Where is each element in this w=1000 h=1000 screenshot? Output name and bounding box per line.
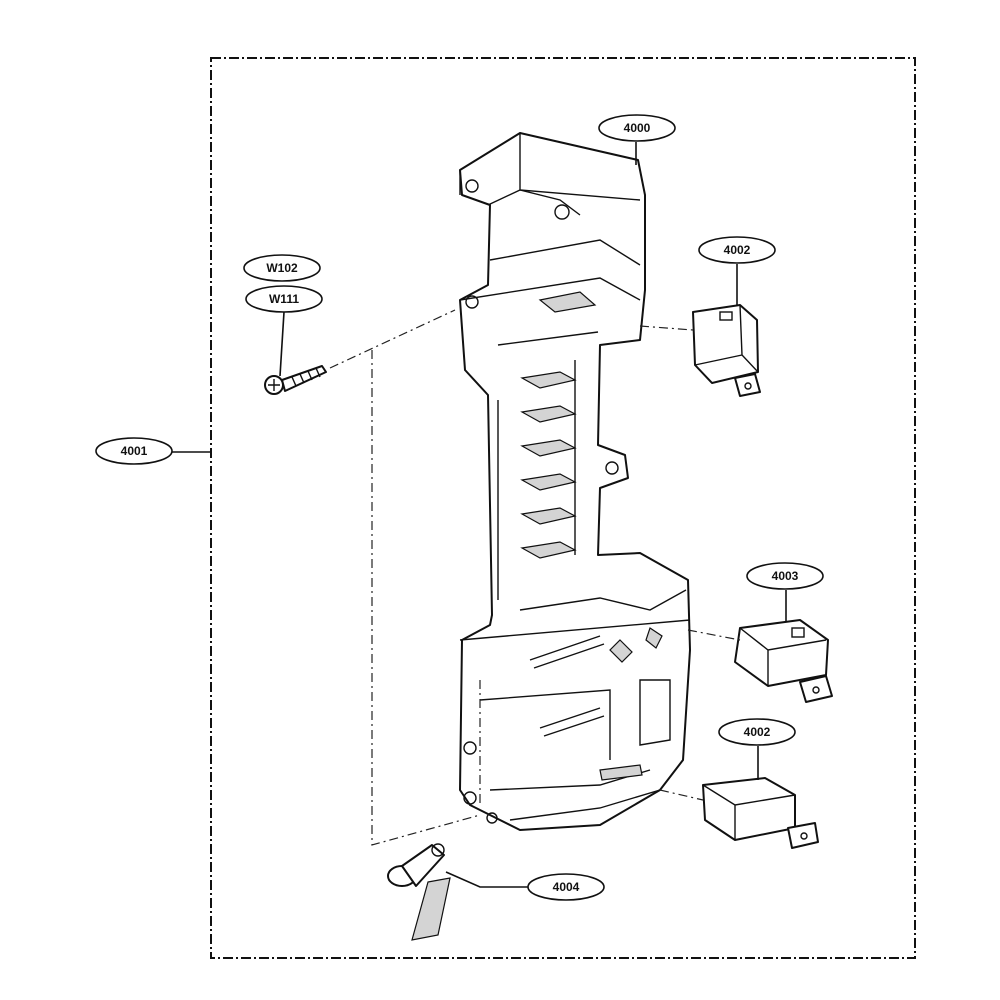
callout-4004: 4004 — [527, 873, 605, 901]
assembly-line-switch-bottom — [659, 789, 704, 801]
micro-switch-4002-top — [692, 304, 761, 397]
callout-4000-text: 4000 — [624, 121, 651, 135]
assembly-line-switch-mid — [687, 629, 741, 641]
callout-4002-top: 4002 — [698, 236, 776, 264]
callout-w102-text: W102 — [266, 261, 298, 275]
callout-w111: W111 — [245, 285, 323, 313]
assembly-line-screw — [329, 309, 456, 369]
assembly-line-switch-top — [639, 325, 694, 331]
callout-4002-bottom: 4002 — [718, 718, 796, 746]
screw-w111 — [264, 365, 327, 395]
callout-4002-bottom-text: 4002 — [744, 725, 771, 739]
micro-switch-4002-bottom — [702, 777, 819, 849]
callout-w111-text: W111 — [269, 292, 299, 306]
latch-board-4000 — [459, 132, 691, 831]
latch-lever-4004 — [387, 843, 451, 941]
callout-4002-top-text: 4002 — [724, 243, 751, 257]
assembly-frame — [210, 57, 916, 959]
callout-4001-text: 4001 — [121, 444, 148, 458]
callout-4003-text: 4003 — [772, 569, 799, 583]
leader-w111 — [279, 311, 285, 377]
callout-4001: 4001 — [95, 437, 173, 465]
assembly-line-frame-left — [371, 350, 481, 846]
leader-4004 — [445, 871, 530, 888]
callout-4003: 4003 — [746, 562, 824, 590]
callout-4000: 4000 — [598, 114, 676, 142]
micro-switch-4003 — [734, 619, 833, 703]
callout-w102: W102 — [243, 254, 321, 282]
callout-4004-text: 4004 — [553, 880, 580, 894]
